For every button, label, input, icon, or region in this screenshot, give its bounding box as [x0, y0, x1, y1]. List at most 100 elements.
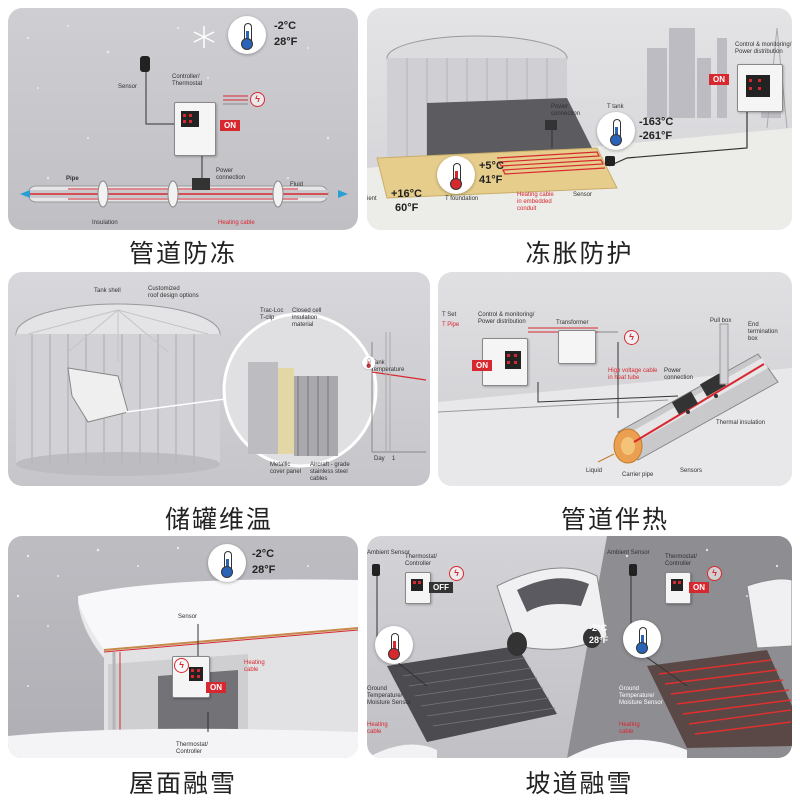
temp-celsius: -2°C [274, 20, 297, 32]
on-badge: ON [709, 74, 729, 85]
pipe-freeze-illustration [20, 25, 348, 208]
tank-temp-c: -163°C [639, 116, 674, 128]
on-badge: ON [689, 582, 709, 593]
t-set-label: T Set [442, 312, 457, 318]
caption-tank-insulation: 储罐维温 [164, 505, 273, 534]
roof-snow-illustration [8, 546, 358, 758]
control-label: Control & monitoring/ Power distribution [478, 312, 535, 325]
on-badge: ON [206, 682, 226, 693]
on-badge: ON [472, 360, 492, 371]
temp-fahrenheit: 28°F [274, 36, 298, 48]
temp-celsius: -2°C [252, 548, 275, 560]
panel-tank-insulation: Tank shell Customized roof design option… [8, 272, 430, 486]
controller-right-box [665, 572, 691, 604]
control-label: Control & monitoring/ Power distribution [735, 42, 792, 55]
caption-ramp-snow: 坡道融雪 [525, 769, 634, 798]
panel-frost-heave: Control & monitoring/ Power distribution… [367, 8, 792, 230]
sensor-label: Sensor [178, 614, 198, 620]
off-badge: OFF [429, 582, 453, 593]
heating-left-label: Heating cable [367, 722, 388, 735]
ambient-temp-c: +16°C [391, 188, 423, 200]
thermometer-hot-icon [362, 356, 376, 370]
power-bolt-icon: ϟ [250, 92, 265, 107]
thermometer-cold-icon [623, 620, 661, 658]
tank-insulation-illustration [15, 303, 427, 476]
snowflake-icon [193, 26, 215, 48]
fluid-label: Fluid [290, 182, 304, 188]
metallic-label: Metallic cover panel [270, 462, 302, 475]
sensor-icon [140, 56, 150, 72]
day-number: 1 [392, 456, 396, 462]
aircraft-label: Aircraft - grade stainless steel cables [310, 462, 350, 482]
liquid-label: Liquid [586, 468, 603, 474]
power-bolt-icon: ϟ [174, 658, 189, 673]
heating-right-label: Heating cable [619, 722, 640, 735]
heating-cable-label: Heating cable [218, 220, 255, 226]
controller-left-label: Thermostat/ Controller [405, 554, 438, 567]
controller-box [737, 64, 783, 112]
thermometer-cold-icon [228, 16, 266, 54]
thermometer-cold-icon [597, 112, 635, 150]
power-label: Power connection [216, 168, 246, 181]
tank-label: T tank [607, 104, 624, 110]
transformer-label: Transformer [556, 320, 589, 326]
ground-right-label: Ground Temperature/ Moisture Sensor [619, 686, 663, 706]
insulation-label: Insulation [92, 220, 118, 226]
thermometer-cold-icon [208, 544, 246, 582]
frost-heave-illustration [367, 27, 792, 230]
power-bolt-left-icon: ϟ [449, 566, 464, 581]
controller-box [174, 102, 216, 156]
temp-fahrenheit: 28°F [252, 564, 276, 576]
controller-label: Controller/ Thermostat [172, 74, 203, 87]
temp-fahrenheit: 28°F [589, 635, 609, 645]
power-bolt-right-icon: ϟ [707, 566, 722, 581]
temp-celsius: -2°C [589, 623, 608, 633]
foundation-temp-c: +5°C [479, 160, 504, 172]
caption-roof-snow: 屋面融雪 [128, 769, 237, 798]
t-pipe-label: T Pipe [442, 322, 460, 328]
carrier-label: Carrier pipe [622, 472, 654, 478]
ambient-left-label: Ambient Sensor [367, 550, 410, 556]
foundation-label: T foundation [445, 196, 479, 202]
ambient-label: ient [367, 196, 377, 202]
sensor-icon [605, 156, 615, 166]
controller-label: Thermostat/ Controller [176, 742, 209, 755]
day-label: Day [374, 456, 385, 462]
power-label: Power connection [664, 368, 694, 381]
caption-pipe-tracing: 管道伴热 [560, 505, 669, 534]
pipe-label: Pipe [66, 176, 79, 182]
closed-cell-label: Closed cell insulation material [292, 308, 322, 328]
panel-pipe-freeze: -2°C 28°F Sensor Controller/ Thermostat … [8, 8, 358, 230]
trac-loc-label: Trac-Loc T-clip [260, 308, 284, 321]
sensors-label: Sensors [680, 468, 703, 474]
tank-shell-label: Tank shell [94, 288, 121, 294]
thermal-label: Thermal insulation [716, 420, 766, 426]
pipe-tracing-illustration [438, 323, 792, 486]
transformer-box [558, 330, 596, 364]
pull-box-label: Pull box [710, 318, 732, 324]
thermometer-hot-icon [437, 156, 475, 194]
controller-left-box [405, 572, 431, 604]
thermometer-hot-icon [375, 626, 413, 664]
ambient-temp-f: 60°F [395, 202, 419, 214]
controller-right-label: Thermostat/ Controller [665, 554, 698, 567]
foundation-temp-f: 41°F [479, 174, 503, 186]
panel-pipe-tracing: T Set T Pipe Control & monitoring/ Power… [438, 272, 792, 486]
hv-cable-label: High voltage cable in heat tube [608, 368, 658, 381]
caption-frost-heave: 冻胀防护 [525, 239, 634, 268]
tank-temp-label: Tank temperature [372, 360, 405, 373]
ground-left-label: Ground Temperature/ Moisture Sensor [367, 686, 411, 706]
heating-cable-label: Heating cable in embedded conduit [517, 192, 554, 212]
roof-label: Customized roof design options [148, 286, 199, 299]
caption-pipe-freeze: 管道防冻 [128, 239, 237, 268]
panel-ramp-snow: Ambient Sensor Thermostat/ Controller ϟ … [367, 536, 792, 758]
ambient-right-label: Ambient Sensor [607, 550, 650, 556]
power-bolt-icon: ϟ [624, 330, 639, 345]
power-label: Power connection [551, 104, 581, 117]
panel-roof-snow: -2°C 28°F Sensor Heating cable ϟ ON Ther… [8, 536, 358, 758]
sensor-label: Sensor [573, 192, 593, 198]
heating-cable-label: Heating cable [244, 660, 265, 673]
end-box-label: End termination box [748, 322, 778, 342]
on-badge: ON [220, 120, 240, 131]
sensor-label: Sensor [118, 84, 138, 90]
